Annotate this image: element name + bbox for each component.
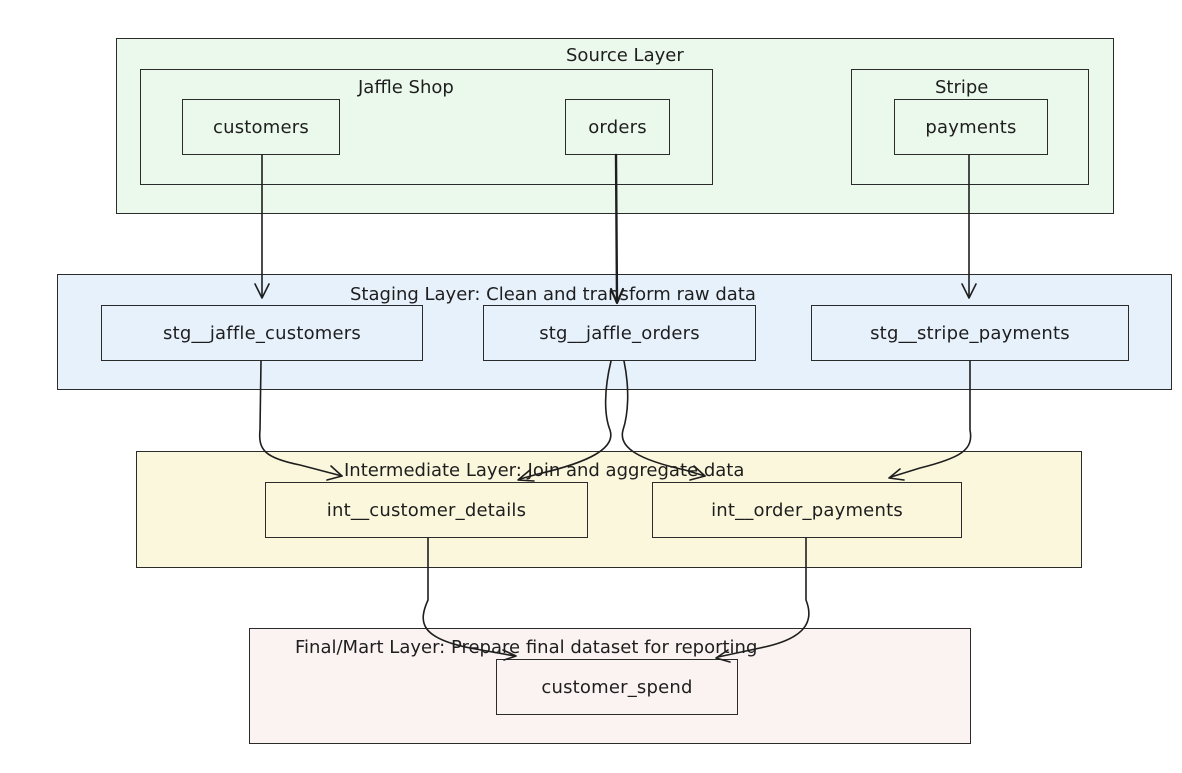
node-orders[interactable]: orders: [565, 99, 670, 155]
stripe-title: Stripe: [935, 77, 989, 98]
node-stg-stripe-payments[interactable]: stg__stripe_payments: [811, 305, 1129, 361]
source-layer-title: Source Layer: [566, 45, 684, 66]
intermediate-layer-title: Intermediate Layer: Join and aggregate d…: [344, 460, 745, 481]
mart-layer: [249, 628, 971, 744]
jaffle-shop-group: [140, 69, 713, 185]
node-payments[interactable]: payments: [894, 99, 1048, 155]
stripe-group: [851, 69, 1089, 185]
node-stg-jaffle-customers[interactable]: stg__jaffle_customers: [101, 305, 423, 361]
node-customer-spend[interactable]: customer_spend: [496, 659, 738, 715]
mart-layer-title: Final/Mart Layer: Prepare final dataset …: [295, 637, 758, 658]
staging-layer-title: Staging Layer: Clean and transform raw d…: [350, 284, 756, 305]
jaffle-shop-title: Jaffle Shop: [358, 77, 454, 98]
node-int-customer-details[interactable]: int__customer_details: [265, 482, 588, 538]
node-customers[interactable]: customers: [182, 99, 340, 155]
node-stg-jaffle-orders[interactable]: stg__jaffle_orders: [483, 305, 756, 361]
node-int-order-payments[interactable]: int__order_payments: [652, 482, 962, 538]
